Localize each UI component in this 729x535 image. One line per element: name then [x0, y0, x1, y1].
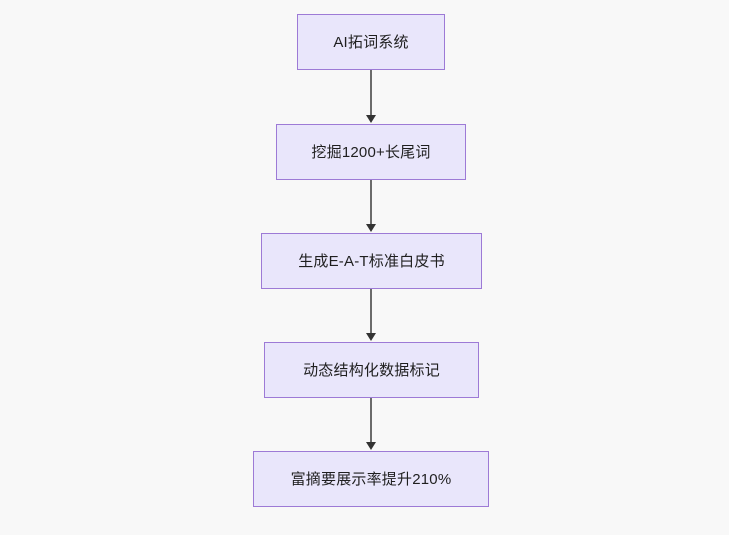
flow-node-mine-longtail-keywords[interactable]: 挖掘1200+长尾词	[276, 124, 466, 180]
flow-node-label: AI拓词系统	[333, 33, 409, 51]
arrow-down-icon	[365, 115, 376, 123]
flow-node-label: 挖掘1200+长尾词	[311, 143, 431, 161]
flow-connector-2	[370, 180, 372, 225]
flow-node-dynamic-structured-data-markup[interactable]: 动态结构化数据标记	[264, 342, 479, 398]
flow-connector-4	[370, 398, 372, 443]
arrow-down-icon	[365, 333, 376, 341]
flow-node-label: 动态结构化数据标记	[303, 361, 440, 379]
flow-node-generate-eat-whitepaper[interactable]: 生成E-A-T标准白皮书	[261, 233, 482, 289]
flow-connector-1	[370, 70, 372, 116]
flow-node-ai-keyword-system[interactable]: AI拓词系统	[297, 14, 445, 70]
flow-node-label: 富摘要展示率提升210%	[290, 470, 452, 488]
flow-node-rich-snippet-impression-lift[interactable]: 富摘要展示率提升210%	[253, 451, 489, 507]
flow-node-label: 生成E-A-T标准白皮书	[298, 252, 445, 270]
arrow-down-icon	[365, 442, 376, 450]
arrow-down-icon	[365, 224, 376, 232]
flow-connector-3	[370, 289, 372, 334]
